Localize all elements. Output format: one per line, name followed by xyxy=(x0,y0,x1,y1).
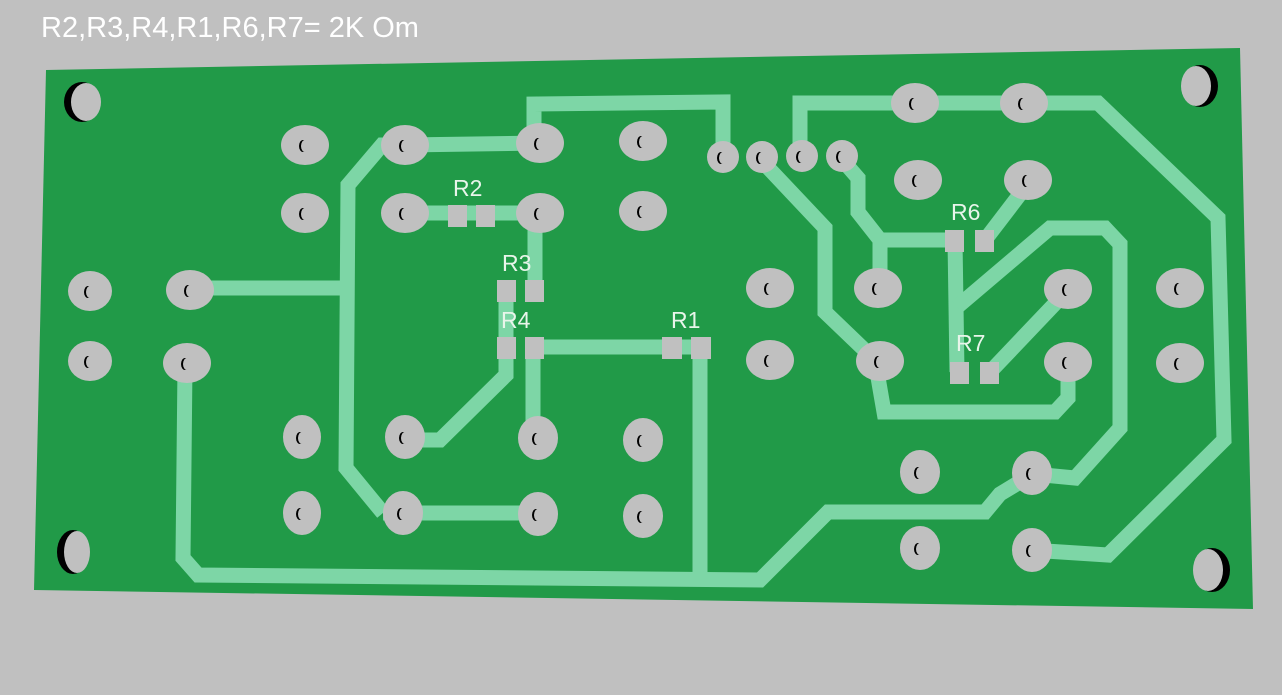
drill-hole-highlight xyxy=(1064,357,1072,369)
drill-hole-highlight xyxy=(301,208,309,220)
drill-hole-highlight xyxy=(298,432,306,444)
drill-hole-highlight xyxy=(183,358,191,370)
r2-pad xyxy=(476,205,495,227)
drill-hole-highlight xyxy=(401,140,409,152)
drill-hole-highlight xyxy=(536,208,544,220)
drill-hole-highlight xyxy=(1028,545,1036,557)
drill-hole-highlight xyxy=(639,206,647,218)
mounting-hole xyxy=(1193,549,1223,591)
r7-pad xyxy=(980,362,999,384)
drill-hole-highlight xyxy=(298,508,306,520)
drill-hole-highlight xyxy=(1064,284,1072,296)
r3-pad xyxy=(525,280,544,302)
mounting-hole xyxy=(64,531,90,573)
drill-hole-highlight xyxy=(916,467,924,479)
drill-hole-highlight xyxy=(639,136,647,148)
drill-hole-highlight xyxy=(876,356,884,368)
drill-hole-highlight xyxy=(536,138,544,150)
mounting-hole xyxy=(1181,66,1211,106)
label-r6: R6 xyxy=(951,199,980,225)
drill-hole-highlight xyxy=(916,543,924,555)
trace xyxy=(526,94,731,155)
drill-hole-highlight xyxy=(86,356,94,368)
label-r7: R7 xyxy=(956,330,985,356)
trace xyxy=(947,239,965,373)
drill-hole-highlight xyxy=(399,508,407,520)
drill-hole-highlight xyxy=(838,151,846,163)
r1-pad xyxy=(662,337,682,359)
drill-hole-highlight xyxy=(766,355,774,367)
trace xyxy=(952,220,1128,486)
mounting-holes xyxy=(57,65,1230,592)
r4-pad xyxy=(525,337,544,359)
mounting-hole xyxy=(71,83,101,121)
drill-hole-highlight xyxy=(1028,468,1036,480)
r1-pad xyxy=(691,337,711,359)
through-hole-pads xyxy=(68,83,1204,572)
r7-pad xyxy=(950,362,969,384)
drill-hole-highlight xyxy=(719,152,727,164)
smd-pads xyxy=(448,205,999,384)
trace xyxy=(792,95,1232,563)
drill-hole-highlight xyxy=(401,208,409,220)
r4-pad xyxy=(497,337,516,359)
r3-pad xyxy=(497,280,516,302)
title-annotation: R2,R3,R4,R1,R6,R7= 2K Om xyxy=(41,12,419,44)
trace xyxy=(867,358,1076,420)
drill-hole-highlight xyxy=(186,285,194,297)
drill-hole-highlight xyxy=(534,509,542,521)
drill-hole-highlight xyxy=(639,511,647,523)
drill-hole-highlight xyxy=(639,435,647,447)
label-r3: R3 xyxy=(502,250,531,276)
trace xyxy=(175,364,1037,588)
drill-hole-highlight xyxy=(874,283,882,295)
label-r2: R2 xyxy=(453,175,482,201)
r6-pad xyxy=(975,230,994,252)
drill-hole-highlight xyxy=(758,152,766,164)
drill-hole-highlight xyxy=(534,433,542,445)
label-r1: R1 xyxy=(671,307,700,333)
drill-hole-highlight xyxy=(401,432,409,444)
r2-pad xyxy=(448,205,467,227)
label-r4: R4 xyxy=(501,307,531,333)
drill-hole-highlight xyxy=(914,175,922,187)
drill-hole-highlight xyxy=(1176,358,1184,370)
drill-hole-highlight xyxy=(1024,175,1032,187)
drill-hole-highlight xyxy=(1020,98,1028,110)
trace xyxy=(832,150,888,288)
drill-hole-highlight xyxy=(301,140,309,152)
drill-hole-highlight xyxy=(766,283,774,295)
drill-hole-highlight xyxy=(1176,283,1184,295)
trace xyxy=(752,151,881,366)
r6-pad xyxy=(945,230,964,252)
drill-hole-highlight xyxy=(798,151,806,163)
drill-hole-highlight xyxy=(911,98,919,110)
drill-hole-highlight xyxy=(86,286,94,298)
